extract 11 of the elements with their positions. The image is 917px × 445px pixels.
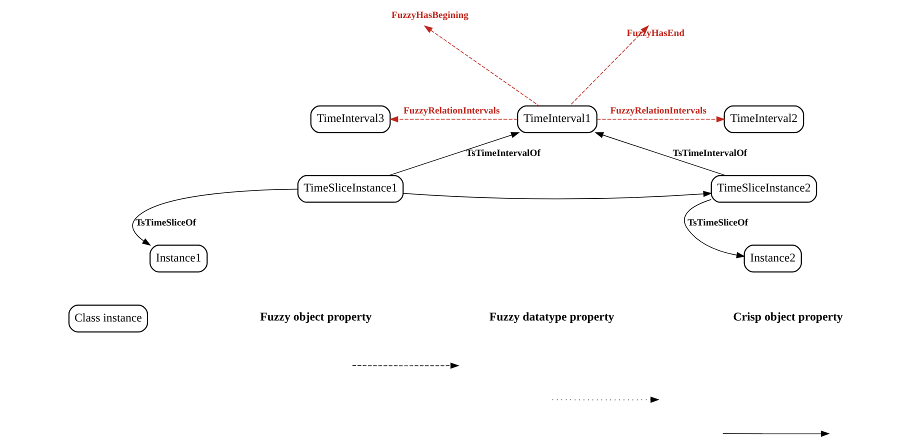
edge-label: TsTimeSliceOf: [688, 218, 748, 229]
edge-label: FuzzyRelationIntervals: [610, 106, 706, 117]
legend-label: Fuzzy datatype property: [489, 310, 614, 324]
edge-label: FuzzyHasEnd: [626, 28, 685, 40]
legend-label: Fuzzy object property: [260, 310, 372, 324]
edge-label: TsTimeIntervalOf: [466, 148, 540, 159]
edge-label: TsTimeSliceOf: [136, 218, 196, 229]
edge-label: FuzzyRelationIntervals: [403, 106, 500, 117]
legend-label: Crisp object property: [733, 310, 843, 324]
edge-label: TsTimeIntervalOf: [672, 148, 748, 159]
edge-label: FuzzyHasBegining: [391, 10, 468, 22]
